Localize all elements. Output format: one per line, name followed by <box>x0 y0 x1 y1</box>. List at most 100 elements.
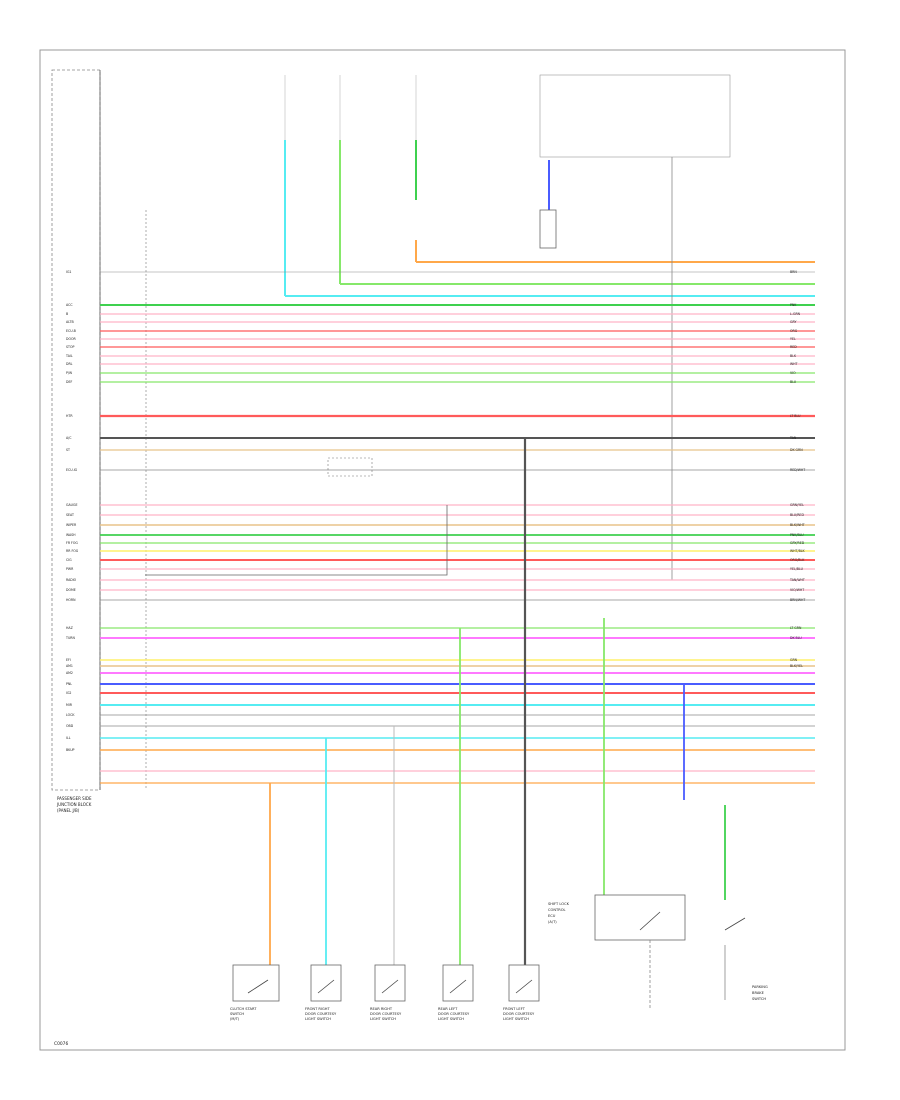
wire-color-label: GRN/YEL <box>790 503 804 507</box>
circuit-label-left: B <box>66 312 68 316</box>
circuit-label-left: CIG <box>66 558 72 562</box>
svg-text:DOOR COURTESY: DOOR COURTESY <box>438 1012 470 1016</box>
circuit-label-left: FR FOG <box>66 541 78 545</box>
svg-text:CONTROL: CONTROL <box>548 908 566 912</box>
clutch-start-switch: CLUTCH START SWITCH (M/T) <box>230 964 280 1021</box>
footer-code: C0076 <box>54 1041 68 1047</box>
svg-text:LIGHT SWITCH: LIGHT SWITCH <box>305 1017 331 1021</box>
circuit-label-left: PWR <box>66 567 74 571</box>
wire-color-label: RED/WHT <box>790 468 805 472</box>
wire-color-label: WHT <box>790 362 798 366</box>
circuit-label-left: AM1 <box>66 664 73 668</box>
svg-text:REAR LEFT: REAR LEFT <box>438 1007 458 1011</box>
wire-color-label: BLU/RED <box>790 513 804 517</box>
parking-brake-switch: PARKING BRAKE SWITCH <box>724 917 768 1001</box>
wire-color-label: BLU <box>790 380 797 384</box>
circuit-label-left: AM2 <box>66 671 73 675</box>
wire-color-label: GRY <box>790 320 796 324</box>
wire-color-label: YEL <box>790 337 796 341</box>
shift-lock-control-ecu: SHIFT LOCK CONTROL ECU (A/T) <box>548 894 686 1010</box>
circuit-label-left: IG2 <box>66 691 71 695</box>
svg-text:(A/T): (A/T) <box>548 920 557 924</box>
svg-text:FRONT RIGHT: FRONT RIGHT <box>305 1007 330 1011</box>
svg-text:(M/T): (M/T) <box>230 1017 240 1021</box>
wire-color-label: BLK/YEL <box>790 664 803 668</box>
circuit-label-left: GAUGE <box>66 503 77 507</box>
circuit-label-left: WIPER <box>66 523 77 527</box>
circuit-label-left: TURN <box>65 636 75 640</box>
wire-color-label: L-GRN <box>790 312 801 316</box>
wire-color-label: LT GRN <box>790 626 802 630</box>
circuit-label-left: MIR <box>66 703 73 707</box>
circuit-label-left: IG1 <box>66 270 71 274</box>
circuit-label-left: PNL <box>66 682 72 686</box>
front-right-door-switch: FRONT RIGHT DOOR COURTESY LIGHT SWITCH <box>305 964 342 1021</box>
circuit-label-left: DOOR <box>66 337 76 341</box>
wire-color-label: VIO/WHT <box>790 588 804 592</box>
circuit-label-left: RADIO <box>66 578 77 582</box>
circuit-label-left: A/C <box>66 436 72 440</box>
circuit-label-left: OBD <box>66 724 74 728</box>
wire-color-label: LT BLU <box>790 414 801 418</box>
junction-block: PASSENGER SIDE JUNCTION BLOCK (PANEL J/B… <box>51 69 147 813</box>
circuit-label-left: LOCK <box>66 713 75 717</box>
circuit-label-left: ECU-B <box>66 329 76 333</box>
wire-color-label: VIO <box>790 371 796 375</box>
wire-color-label: DK BLU <box>790 636 802 640</box>
top-feeds <box>284 74 815 580</box>
svg-text:DOOR COURTESY: DOOR COURTESY <box>305 1012 337 1016</box>
front-left-door-switch: FRONT LEFT DOOR COURTESY LIGHT SWITCH <box>503 964 540 1021</box>
circuit-label-left: TAIL <box>65 354 73 358</box>
svg-text:JUNCTION BLOCK: JUNCTION BLOCK <box>56 802 92 807</box>
svg-text:PARKING: PARKING <box>752 985 768 989</box>
svg-text:ECU: ECU <box>548 914 556 918</box>
wire-color-label: ORG <box>790 329 798 333</box>
circuit-label-left: BKUP <box>66 748 75 752</box>
rear-left-door-switch: REAR LEFT DOOR COURTESY LIGHT SWITCH <box>438 964 474 1021</box>
circuit-label-left: ECU-IG <box>66 468 78 472</box>
svg-text:SHIFT LOCK: SHIFT LOCK <box>548 902 570 906</box>
circuit-label-left: P/W <box>66 371 73 375</box>
svg-text:LIGHT SWITCH: LIGHT SWITCH <box>438 1017 464 1021</box>
circuit-label-left: SEAT <box>66 513 74 517</box>
wire-color-label: WHT/BLK <box>790 549 806 553</box>
diagram-border <box>39 49 846 1051</box>
svg-text:FRONT LEFT: FRONT LEFT <box>503 1007 526 1011</box>
wire-color-label: TAN/WHT <box>789 578 805 582</box>
vertical-wires <box>145 438 726 965</box>
circuit-label-left: HORN <box>66 598 76 602</box>
wire-color-label: BLK <box>790 354 797 358</box>
rear-right-door-switch: REAR RIGHT DOOR COURTESY LIGHT SWITCH <box>370 964 406 1021</box>
svg-text:SWITCH: SWITCH <box>752 997 766 1001</box>
svg-text:DOOR COURTESY: DOOR COURTESY <box>503 1012 535 1016</box>
svg-text:REAR RIGHT: REAR RIGHT <box>370 1007 393 1011</box>
circuit-label-left: ILL <box>66 736 71 740</box>
circuit-label-left: DRL <box>66 362 73 366</box>
wire-color-label: PNK/BLU <box>790 533 804 537</box>
svg-text:LIGHT SWITCH: LIGHT SWITCH <box>370 1017 396 1021</box>
circuit-label-left: RR FOG <box>66 549 79 553</box>
svg-text:DOOR COURTESY: DOOR COURTESY <box>370 1012 402 1016</box>
wire-color-label: DK GRN <box>790 448 803 452</box>
circuit-label-left: ST <box>66 448 70 452</box>
wire-color-label: PNK <box>790 303 797 307</box>
junction-block-title: PASSENGER SIDE JUNCTION BLOCK (PANEL J/B… <box>56 796 92 813</box>
circuit-label-left: ACC <box>66 303 73 307</box>
wire-color-label: YEL/BLU <box>790 567 804 571</box>
circuit-label-left: HAZ <box>66 626 74 630</box>
circuit-label-left: STOP <box>66 345 74 349</box>
circuit-label-left: ALTB <box>66 320 74 324</box>
wire-color-label: BRN <box>790 270 797 274</box>
svg-text:SWITCH: SWITCH <box>230 1012 244 1016</box>
wire-color-label: RED <box>790 345 797 349</box>
svg-text:CLUTCH START: CLUTCH START <box>230 1007 257 1011</box>
circuit-label-left: DEF <box>66 380 72 384</box>
wire-color-label: GRY/RED <box>790 541 805 545</box>
circuit-label-left: WASH <box>66 533 76 537</box>
circuit-label-left: DOME <box>66 588 76 592</box>
wire-color-label: BLK/WHT <box>790 523 805 527</box>
circuit-label-left: HTR <box>66 414 73 418</box>
svg-text:BRAKE: BRAKE <box>752 991 765 995</box>
